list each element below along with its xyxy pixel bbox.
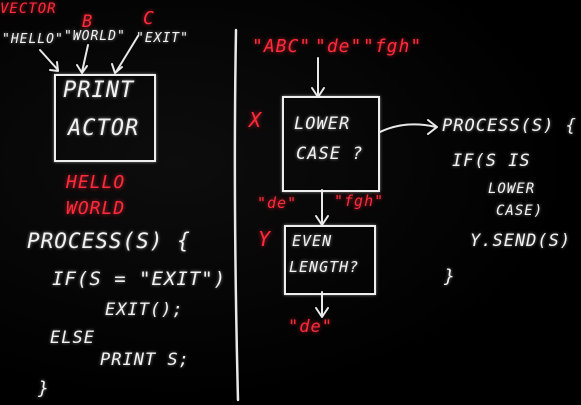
left-code-line1: PROCESS(S) { — [27, 229, 191, 253]
print-actor-label-line2: ACTOR — [68, 116, 140, 141]
after-x-fgh: "fgh" — [334, 192, 385, 210]
arrow-c — [115, 35, 139, 73]
arrow-a-head — [49, 61, 59, 72]
label-a-message: "HELLO" — [2, 32, 64, 47]
input-abc: "ABC" — [252, 36, 312, 57]
actor-y-name: Y — [258, 227, 272, 251]
label-c-message: "EXIT" — [136, 31, 189, 46]
arrow-a — [39, 49, 59, 71]
input-de: "de" — [315, 36, 363, 57]
actor-y-output: "de" — [288, 317, 333, 337]
input-fgh: "fgh" — [363, 36, 423, 57]
left-code-line4: ELSE — [50, 328, 95, 348]
label-b-name: B — [82, 12, 94, 32]
left-code-line2: IF(S = "EXIT") — [52, 268, 227, 290]
actor-y-box — [284, 225, 376, 295]
after-x-de: "de" — [257, 194, 298, 212]
actor-x-label-line1: LOWER — [294, 114, 351, 134]
output-line2: WORLD — [66, 198, 126, 219]
arrow-x-process — [379, 123, 437, 133]
actor-y-label-line2: LENGTH? — [289, 258, 360, 276]
left-code-line5: PRINT S; — [100, 350, 190, 370]
label-b-message: "WORLD" — [64, 29, 126, 44]
actor-x-label-line2: CASE ? — [296, 144, 364, 164]
label-a-fragment: VECTOR — [0, 1, 57, 17]
arrow-y-out-head — [315, 307, 329, 318]
actor-y-label-line1: EVEN — [292, 232, 333, 250]
right-code-line3: LOWER — [488, 181, 536, 197]
left-code-line3: EXIT(); — [105, 300, 184, 320]
right-code-line5: Y.SEND(S) — [470, 231, 572, 251]
label-c-name: C — [143, 8, 155, 29]
left-code-line6: } — [38, 378, 50, 399]
arrow-c-head — [111, 63, 123, 74]
right-code-line1: PROCESS(S) { — [442, 116, 577, 136]
arrow-b — [81, 44, 89, 73]
output-line1: HELLO — [66, 172, 126, 193]
arrow-b-head — [76, 64, 88, 74]
right-code-line2: IF(S IS — [452, 151, 531, 171]
divider-line — [233, 28, 240, 402]
print-actor-box — [54, 74, 156, 162]
arrow-x-process-head — [427, 119, 438, 135]
right-code-line6: } — [444, 266, 456, 287]
actor-x-name: X — [249, 108, 263, 132]
right-code-line4: CASE) — [496, 203, 544, 219]
actor-x-box — [282, 96, 380, 192]
print-actor-label-line1: PRINT — [63, 78, 135, 103]
